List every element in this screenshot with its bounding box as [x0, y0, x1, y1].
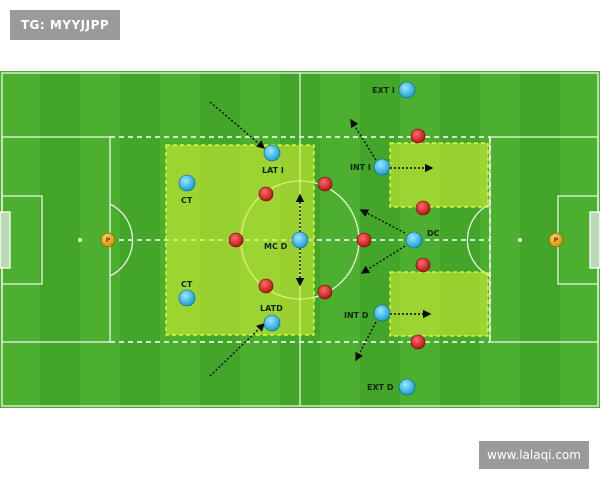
opponent-marker [317, 176, 333, 192]
player-lat-i [263, 144, 281, 162]
arrow-int-d-diag [355, 321, 377, 362]
watermark-badge-top: TG: MYYJJPP [10, 10, 120, 40]
player-latd [263, 314, 281, 332]
right-wide-zone [389, 271, 489, 337]
label-int-i: INT I [350, 163, 371, 172]
label-int-d: INT D [344, 311, 369, 320]
svg-text:P: P [106, 237, 111, 244]
opponents [228, 128, 431, 350]
left-wide-zone [389, 142, 489, 208]
label-ext-d: EXT D [367, 383, 394, 392]
player-int-d [373, 304, 391, 322]
player-dc [405, 231, 423, 249]
arrow-latd [209, 323, 266, 377]
player-mc-d [291, 231, 309, 249]
arrow-dc-up [359, 209, 406, 234]
opponent-marker [410, 334, 426, 350]
opponent-marker [228, 232, 244, 248]
label-ct-bottom: CT [181, 280, 193, 289]
opponent-marker [410, 128, 426, 144]
opponent-marker [258, 278, 274, 294]
label-dc: DC [427, 229, 440, 238]
goalkeeper-right: P [548, 232, 564, 248]
label-ext-i: EXT I [372, 86, 395, 95]
movement-arrows [209, 101, 434, 377]
player-ct-bottom [178, 289, 196, 307]
opponent-marker [258, 186, 274, 202]
label-mc-d: MC D [264, 242, 288, 251]
opponent-marker [415, 257, 431, 273]
goalkeeper-left: P [100, 232, 116, 248]
watermark-badge-bottom: www.lalaqi.com [479, 441, 589, 469]
label-latd: LATD [260, 304, 283, 313]
player-int-i [373, 158, 391, 176]
player-ct-top [178, 174, 196, 192]
player-labels: EXT I LAT I INT I CT MC D DC CT LATD INT… [181, 86, 440, 392]
opponent-marker [317, 284, 333, 300]
player-ext-d [398, 378, 416, 396]
label-ct-top: CT [181, 196, 193, 205]
opponent-marker [356, 232, 372, 248]
blue-team [178, 81, 423, 396]
arrow-dc-down [360, 245, 406, 274]
label-lat-i: LAT I [262, 166, 284, 175]
opponent-marker [415, 200, 431, 216]
svg-text:P: P [554, 237, 559, 244]
player-ext-i [398, 81, 416, 99]
